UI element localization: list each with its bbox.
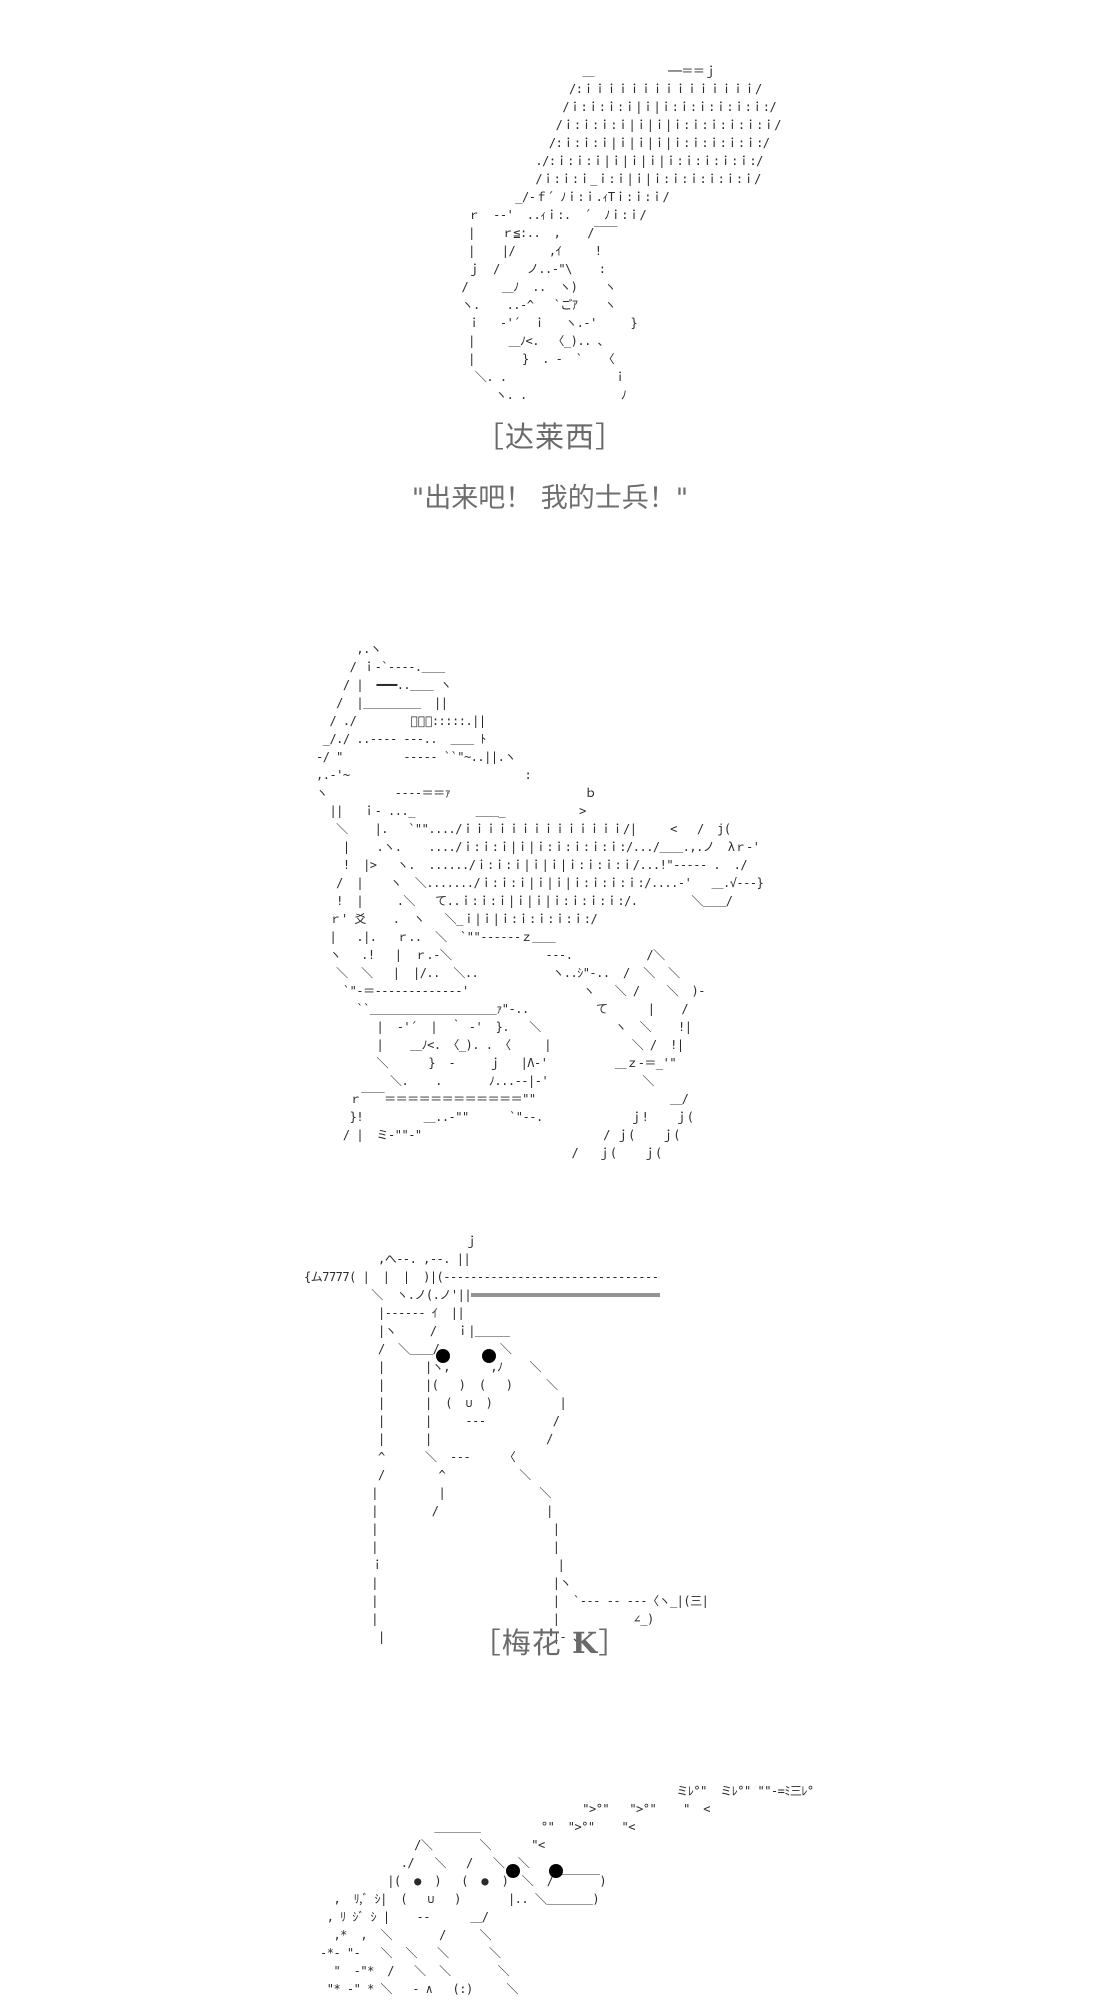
caption-k: K bbox=[571, 1626, 599, 1660]
ascii-art-line: ミﾚ°" ミﾚ°" ""‐=ﾐ三ﾚ° bbox=[320, 1784, 814, 1798]
speaker-name-club-king: ［梅花 K］ bbox=[0, 1620, 1100, 1662]
ascii-art-line: ｊ / ノ..‐"\ : bbox=[448, 262, 606, 276]
ascii-art-line: " ‐"* / ＼ ＼ ＼ bbox=[320, 1964, 510, 1978]
ascii-art-line: ＼ } ‐ ｊ |Λ‐' ＿ｚ‐＝_'" bbox=[316, 1056, 677, 1070]
ascii-art-line: | |/ ,ｲ ! bbox=[448, 244, 602, 258]
eye-left-icon bbox=[436, 1349, 450, 1363]
ascii-art-line: ,.ヽ bbox=[316, 642, 382, 656]
ascii-art-line: ,.‐'~ : bbox=[316, 768, 532, 782]
ascii-art-line: / ＿ﾉ .. ヽ) ヽ bbox=[448, 280, 616, 294]
ascii-art-line: ＿＿＿＿ °" ">°" "< bbox=[320, 1820, 635, 1834]
ascii-art-line: | } . ‐ ` 〈 bbox=[448, 352, 615, 366]
ascii-art-line: ＼. . ﾉ...‐‐|‐' ＼ bbox=[316, 1074, 654, 1088]
ascii-art-line: ｒ' 爻 . ヽ ＼_ｉ|ｉ|ｉ:ｉ:ｉ:ｉ:ｉ:/ bbox=[316, 912, 598, 926]
ascii-art-line: /＼ ＼ "< bbox=[320, 1838, 545, 1852]
ascii-art-line: /ｉ:ｉ:ｉ:ｉ|ｉ|ｉ:ｉ:ｉ:ｉ:ｉ:ｉ:/ bbox=[448, 100, 777, 114]
ascii-art-sword-slash: ミﾚ°" ミﾚ°" ""‐=ﾐ三ﾚ° ">°" ">°" " < ＿＿＿＿ °"… bbox=[320, 1782, 814, 1998]
ascii-art-line: _/./ ..‐‐‐‐ ‐‐‐.. ＿＿ ﾄ bbox=[316, 732, 487, 746]
eye-left-icon bbox=[506, 1864, 520, 1878]
ascii-art-line: ">°" ">°" " < bbox=[320, 1802, 711, 1816]
ascii-art-hand-holding-card: ＿ ──＝＝ｊ /:ｉｉｉｉｉｉｉｉｉｉｉｉｉｉｉ/ /ｉ:ｉ:ｉ:ｉ|ｉ|ｉ:… bbox=[448, 62, 781, 404]
ascii-art-line: ‐*‐ "‐ ＼ ＼ ＼ ＼ bbox=[320, 1946, 501, 1960]
ascii-art-line: ^ ＼ ‐‐‐ 〈 bbox=[304, 1450, 516, 1464]
ascii-art-line: | | ‐‐‐ / bbox=[304, 1414, 560, 1428]
caption-prefix: ［梅花 bbox=[471, 1626, 572, 1660]
ascii-art-line: | ‐'´ | ｀ ‐' }. ＼ ヽ ＼ !| bbox=[316, 1020, 693, 1034]
ascii-art-line: ./ ＼ / ＼ ＼ bbox=[320, 1856, 530, 1870]
ascii-art-line: | |( ) ( ) ＼ bbox=[304, 1378, 558, 1392]
ascii-art-line: ,* , ＼ / ＼ bbox=[320, 1928, 491, 1942]
ascii-art-line: ./:ｉ:ｉ:ｉ|ｉ|ｉ|ｉ|ｉ:ｉ:ｉ:ｉ:ｉ:/ bbox=[448, 154, 763, 168]
ascii-art-line: / ^ ＼ bbox=[304, 1468, 531, 1482]
ascii-art-line: / ＼＿＿/ ＼ bbox=[304, 1342, 512, 1356]
ascii-art-line: || ｉ‐ ..._ ＿＿_ > bbox=[316, 804, 586, 818]
ascii-art-line: | ｒ≦:.. , /￣￣ bbox=[448, 226, 617, 240]
ascii-art-line: ! | .＼ て..ｉ:ｉ:ｉ|ｉ|ｉ|ｉ:ｉ:ｉ:ｉ:/. ＼＿＿/ bbox=[316, 894, 733, 908]
ascii-art-line: |( ● ) ( ● ) ＼ /￣￣￣￣) bbox=[320, 1874, 607, 1888]
ascii-art-line: ｊ bbox=[304, 1234, 477, 1248]
ascii-art-line: ＼ |. `""..../ｉｉｉｉｉｉｉｉｉｉｉｉｉｉ/| < / j( bbox=[316, 822, 731, 836]
ascii-art-line: | | / bbox=[304, 1432, 553, 1446]
ascii-art-line: ｒ￣￣＝＝＝＝＝＝＝＝＝＝＝＝"" ＿/ bbox=[316, 1092, 689, 1106]
ascii-art-line: / | ヽ ＼......./ｉ:ｉ:ｉ|ｉ|ｉ|ｉ:ｉ:ｉ:ｉ:/....‐'… bbox=[316, 876, 764, 890]
ascii-art-line: | |‐ 、 bbox=[304, 1630, 585, 1644]
ascii-art-line: ｉ ‐'´ ｉ ヽ.‐' } bbox=[448, 316, 638, 330]
ascii-art-line: , ﾘ,ﾞ ｼ| ( ∪ ) |.. ＼＿＿＿＿) bbox=[320, 1892, 600, 1906]
ascii-art-line: ＼ ヽ.ノ(.ノ'||════════════════════════════ bbox=[304, 1288, 660, 1302]
ascii-art-line: | | ∠_) bbox=[304, 1612, 654, 1626]
ascii-art-line: ヽ. ..‐^ `ごｱ ヽ bbox=[448, 298, 616, 312]
ascii-art-line: `"‐＝‐‐‐‐‐‐‐‐‐‐‐‐‐' ヽ ＼ / ＼ )‐ bbox=[316, 984, 706, 998]
ascii-art-line: | | ＼ bbox=[304, 1486, 551, 1500]
ascii-art-line: ,へ‐‐. ,‐‐. || bbox=[304, 1252, 471, 1266]
ascii-art-line: ‐/ " ‐‐‐‐‐ ``"~..||.ヽ bbox=[316, 750, 516, 764]
ascii-art-line: | / | bbox=[304, 1504, 553, 1518]
ascii-art-line: / ./ ﾟﾟﾟ:::::.|| bbox=[316, 714, 486, 728]
ascii-art-sword-bearer: ｊ ,へ‐‐. ,‐‐. || {ム7777( | | | )|(‐‐‐‐‐‐‐‐… bbox=[304, 1232, 709, 1646]
ascii-art-line: | | bbox=[304, 1522, 560, 1536]
ascii-art-line: | ＿ﾉ<. 〈_). . 〈 | ＼ / !| bbox=[316, 1038, 685, 1052]
ascii-art-line: | |ヽ, ,ﾉ ＼ bbox=[304, 1360, 542, 1374]
ascii-art-line: }! ＿..‐"" `"‐‐. ｊ! ｊ( bbox=[316, 1110, 694, 1124]
ascii-art-line: / | ミ‐""‐" / ｊ( ｊ( bbox=[316, 1128, 681, 1142]
ascii-art-line: | | ( ∪ ) | bbox=[304, 1396, 567, 1410]
ascii-art-line: {ム7777( | | | )|(‐‐‐‐‐‐‐‐‐‐‐‐‐‐‐‐‐‐‐‐‐‐‐… bbox=[304, 1270, 659, 1284]
ascii-art-line: /:ｉｉｉｉｉｉｉｉｉｉｉｉｉｉｉ/ bbox=[448, 82, 762, 96]
ascii-art-line: ＼. . ｉ bbox=[448, 370, 626, 384]
ascii-art-line: ＿ ──＝＝ｊ bbox=[448, 64, 716, 78]
ascii-art-line: | .ヽ. ..../ｉ:ｉ:ｉ|ｉ|ｉ:ｉ:ｉ:ｉ:ｉ:/.../＿＿.,.ノ… bbox=[316, 840, 760, 854]
ascii-art-line: | |ヽ bbox=[304, 1576, 572, 1590]
dialogue-quote: "出来吧！ 我的士兵！" bbox=[411, 483, 689, 514]
ascii-art-line: ! |> ヽ. ....../ｉ:ｉ:ｉ|ｉ|ｉ|ｉ:ｉ:ｉ:ｉ/...!"‐‐… bbox=[316, 858, 748, 872]
ascii-art-line: ヽ .! | ｒ.‐＼ ‐‐‐. /＼ bbox=[316, 948, 665, 962]
ascii-art-line: ｉ | bbox=[304, 1558, 565, 1572]
ascii-art-line: / | ━━━..＿＿ ヽ bbox=[316, 678, 452, 692]
ascii-art-line: / ｉ‐`‐‐‐‐.＿＿ bbox=[316, 660, 446, 674]
ascii-art-line: /ｉ:ｉ:ｉ_ｉ:ｉ|ｉ|ｉ:ｉ:ｉ:ｉ:ｉ:ｉ/ bbox=[448, 172, 761, 186]
ascii-art-summoning-figure: ,.ヽ / ｉ‐`‐‐‐‐.＿＿ / | ━━━..＿＿ ヽ / |＿＿＿＿＿ … bbox=[316, 640, 764, 1162]
ascii-art-line: , ﾘ ｼﾞ ｼ | ‐‐ ＿/ bbox=[320, 1910, 489, 1924]
ascii-art-line: ヽ. . ﾉ bbox=[448, 388, 627, 402]
ascii-art-line: ＼ ＼ | |/.. ＼.. ヽ..ｼ"‐.. / ＼ ＼ bbox=[316, 966, 680, 980]
ascii-art-line: /:ｉ:ｉ:ｉ|ｉ|ｉ|ｉ|ｉ:ｉ:ｉ:ｉ:ｉ:/ bbox=[448, 136, 770, 150]
ascii-art-line: / |＿＿＿＿＿ || bbox=[316, 696, 448, 710]
ascii-art-line: | | `‐‐‐ ‐‐ ‐‐‐〈ヽ_|(三| bbox=[304, 1594, 709, 1608]
speaker-name-daleixi: ［达莱西］ bbox=[474, 420, 625, 454]
ascii-art-line: ｒ ‐‐' ..ｨｉ:. ´ ﾉｉ:ｉ/ bbox=[448, 208, 647, 222]
ascii-art-line: | .|. ｒ.. ＼ `""‐‐‐‐‐‐ｚ＿＿ bbox=[316, 930, 556, 944]
ascii-art-line: |ヽ / ｉ|＿＿＿ bbox=[304, 1324, 510, 1338]
ascii-art-line: | | bbox=[304, 1540, 560, 1554]
eye-right-icon bbox=[482, 1349, 496, 1363]
eye-right-icon bbox=[549, 1864, 563, 1878]
ascii-art-line: _/‐ｆ´ ﾉｉ:ｉ.ｨTｉ:ｉ:ｉ/ bbox=[448, 190, 670, 204]
ascii-art-line: /ｉ:ｉ:ｉ:ｉ|ｉ|ｉ|ｉ:ｉ:ｉ:ｉ:ｉ:ｉ/ bbox=[448, 118, 782, 132]
ascii-art-line: ``＿＿＿＿＿＿＿＿＿＿＿ｧ"‐.. て | / bbox=[316, 1002, 689, 1016]
ascii-art-line: |‐‐‐‐‐‐ ｲ || bbox=[304, 1306, 465, 1320]
ascii-art-line: "* ‐" * ＼ ‐ ∧ (:) ＼ bbox=[320, 1982, 519, 1996]
ascii-art-line: | ＿ﾉ<. 〈_).. 、 bbox=[448, 334, 610, 348]
ascii-art-line: ヽ ‐‐‐‐＝＝ｧ ｂ bbox=[316, 786, 597, 800]
ascii-art-line: / ｊ( ｊ( bbox=[316, 1146, 663, 1160]
caption-suffix: ］ bbox=[598, 1626, 629, 1660]
